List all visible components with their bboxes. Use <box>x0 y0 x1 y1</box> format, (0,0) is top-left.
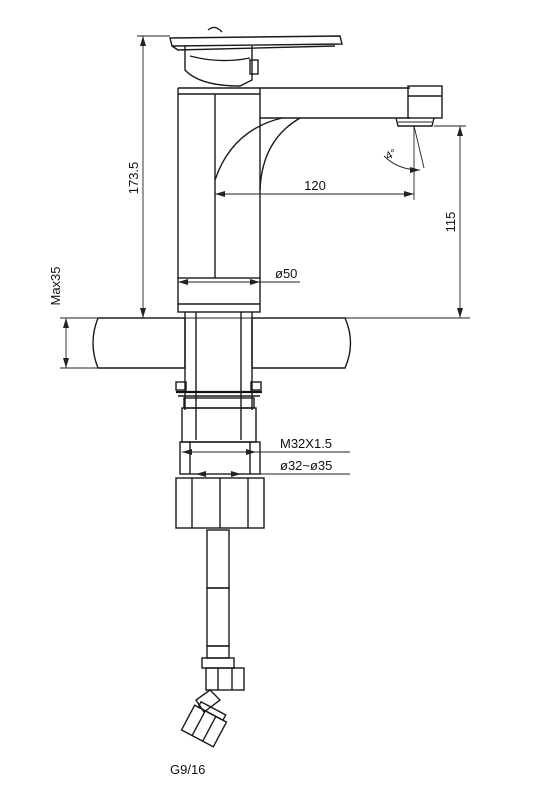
mounting-shank <box>175 312 265 529</box>
hole-diameter-label: ø32~ø35 <box>280 458 332 473</box>
max-deck-thickness-label: Max35 <box>48 266 63 305</box>
spout-height-label: 115 <box>443 212 458 233</box>
base-diameter-label: ø50 <box>275 266 297 281</box>
braided-hose <box>180 529 245 748</box>
overall-height-label: 173.5 <box>126 162 141 195</box>
lever-handle <box>169 26 343 87</box>
faucet-body <box>177 85 443 313</box>
hose-connection-label: G9/16 <box>170 762 205 777</box>
dimension-labels: 173.5 120 115 ø50 Max35 M32X1.5 ø32~ø35 … <box>48 147 458 777</box>
spout-reach-label: 120 <box>304 178 326 193</box>
thread-label: M32X1.5 <box>280 436 332 451</box>
spout-angle-label: 4° <box>384 147 399 163</box>
countertop-section <box>92 317 352 369</box>
dimension-lines <box>60 35 470 477</box>
